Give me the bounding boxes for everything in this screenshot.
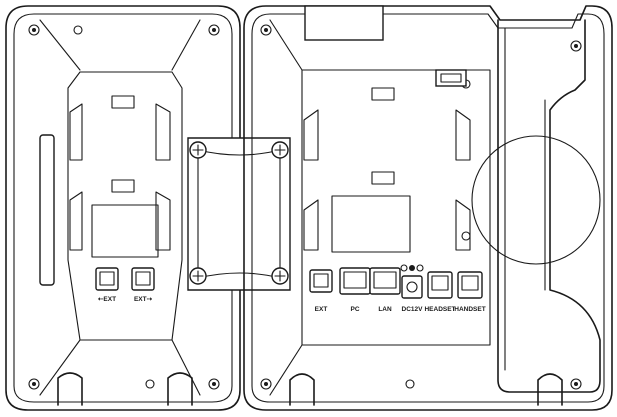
phone-body: EXT PC LAN DC12V HEADSET HA [243,5,613,411]
port-dc12v: DC12V [400,264,424,313]
screw-icon [271,141,289,159]
port-headset: HEADSET [424,271,456,313]
screw-hole-icon [28,378,40,390]
port-ext: EXT [309,269,333,313]
phone-jack-icon [131,267,155,291]
port-label: EXT [315,306,328,313]
phone-jack-icon [457,271,483,299]
port-ext-left-1: ⇠EXT [95,267,119,303]
port-label: HANDSET [454,306,485,313]
port-label: HEADSET [424,306,455,313]
port-label: ⇠EXT [98,296,116,303]
port-pc: PC [339,267,371,313]
power-jack-icon [401,275,423,299]
port-label: PC [350,306,359,313]
screw-hole-icon [208,378,220,390]
screw-hole-icon [73,25,155,389]
phone-jack-icon [427,271,453,299]
screw-hole-icon [208,24,220,36]
port-label: DC12V [402,306,424,313]
left-stand-module: ⇠EXT EXT⇢ [5,5,241,411]
port-handset: HANDSET [454,271,486,313]
screw-icon [271,267,289,285]
screw-hole-icon [28,24,40,36]
port-ext-left-2: EXT⇢ [131,267,155,303]
handset-cradle-icon [471,19,601,393]
port-label: LAN [378,306,392,313]
phone-jack-icon [309,269,333,293]
screw-icon [189,267,207,285]
phone-jack-icon [95,267,119,291]
port-lan: LAN [369,267,401,313]
port-label: EXT⇢ [134,296,153,303]
screw-icon [189,141,207,159]
mounting-bracket [187,137,291,291]
polarity-icon [400,264,424,272]
